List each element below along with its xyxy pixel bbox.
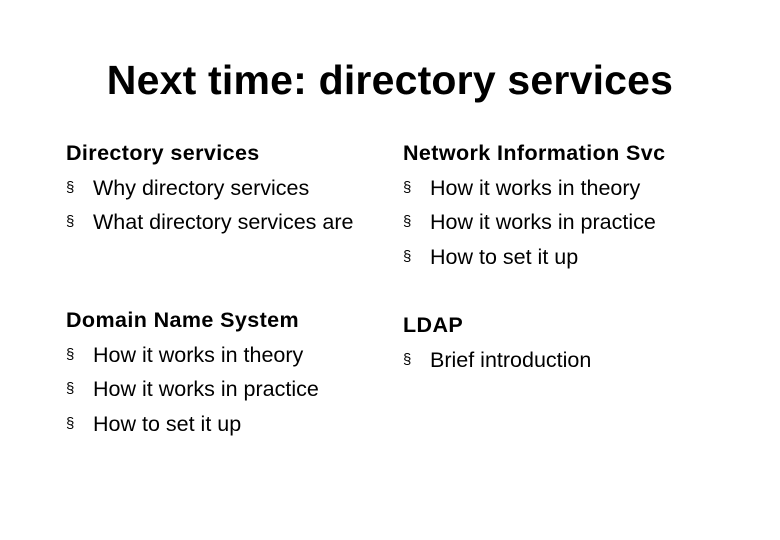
list-item: § What directory services are bbox=[66, 205, 366, 240]
list-item-text: How to set it up bbox=[430, 244, 579, 269]
list-item-text: What directory services are bbox=[93, 210, 354, 234]
bullet-icon: § bbox=[66, 414, 75, 432]
section-domain-name-system: Domain Name System § How it works in the… bbox=[66, 303, 366, 441]
section-heading: Domain Name System bbox=[66, 308, 300, 332]
list-item: § Brief introduction bbox=[403, 343, 743, 378]
list-item-text: How it works in theory bbox=[430, 175, 641, 200]
list-item-text: How it works in practice bbox=[430, 210, 656, 234]
bullet-icon: § bbox=[403, 247, 412, 265]
bullet-icon: § bbox=[66, 380, 75, 397]
bullet-list: § How it works in theory § How it works … bbox=[66, 338, 366, 442]
section-heading: Directory services bbox=[66, 141, 260, 165]
bullet-icon: § bbox=[403, 178, 412, 196]
list-item-text: Brief introduction bbox=[430, 347, 592, 372]
bullet-icon: § bbox=[403, 213, 412, 230]
bullet-list: § Why directory services § What director… bbox=[66, 171, 366, 240]
bullet-list: § How it works in theory § How it works … bbox=[403, 171, 743, 275]
list-item: § Why directory services bbox=[66, 171, 366, 206]
list-item: § How it works in theory bbox=[66, 338, 366, 373]
section-ldap: LDAP § Brief introduction bbox=[403, 308, 743, 377]
bullet-icon: § bbox=[66, 345, 75, 363]
slide-title: Next time: directory services bbox=[106, 57, 674, 103]
list-item-text: How to set it up bbox=[93, 411, 242, 436]
list-item-text: How it works in theory bbox=[93, 342, 304, 367]
section-directory-services: Directory services § Why directory servi… bbox=[66, 136, 366, 240]
list-item: § How to set it up bbox=[66, 407, 366, 442]
list-item: § How it works in practice bbox=[66, 372, 366, 407]
section-heading: Network Information Svc bbox=[403, 141, 666, 165]
list-item-text: Why directory services bbox=[93, 175, 310, 200]
bullet-icon: § bbox=[403, 350, 412, 368]
bullet-icon: § bbox=[66, 178, 75, 196]
section-network-information-svc: Network Information Svc § How it works i… bbox=[403, 136, 743, 274]
bullet-list: § Brief introduction bbox=[403, 343, 743, 378]
list-item: § How to set it up bbox=[403, 240, 743, 275]
list-item-text: How it works in practice bbox=[93, 377, 319, 401]
list-item: § How it works in practice bbox=[403, 205, 743, 240]
list-item: § How it works in theory bbox=[403, 171, 743, 206]
section-heading: LDAP bbox=[403, 313, 464, 337]
bullet-icon: § bbox=[66, 213, 75, 230]
